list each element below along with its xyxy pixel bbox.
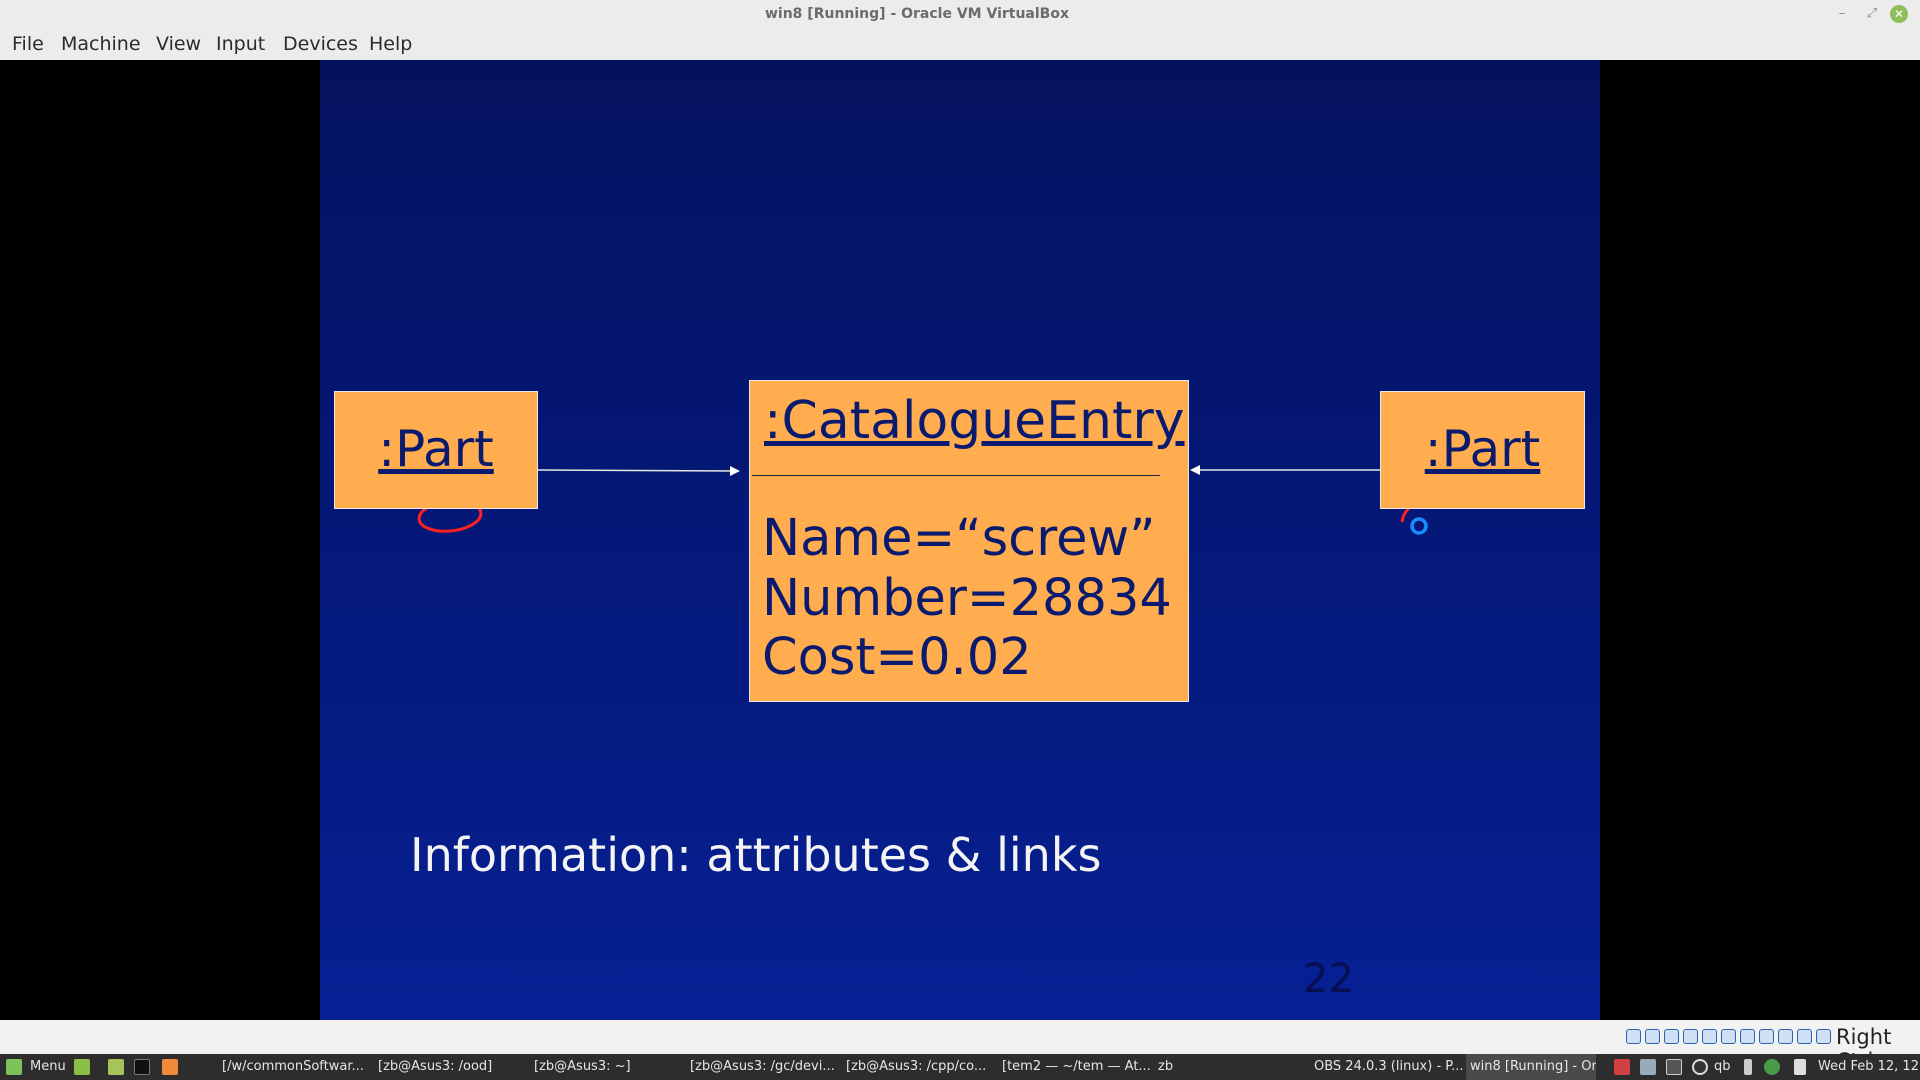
slide-caption: Information: attributes & links — [410, 828, 1102, 882]
display-icon[interactable] — [1740, 1029, 1755, 1044]
shared-folder-icon[interactable] — [1721, 1029, 1736, 1044]
menu-help[interactable]: Help — [369, 33, 413, 55]
tray-app-icon[interactable] — [1614, 1059, 1630, 1075]
link-left — [537, 469, 739, 472]
menu-file[interactable]: File — [12, 33, 44, 55]
arrowhead-left — [730, 466, 740, 476]
desktop-taskbar: Menu [/w/commonSoftwar... [zb@Asus3: /oo… — [0, 1054, 1920, 1080]
start-menu-button[interactable]: Menu — [30, 1059, 66, 1074]
microphone-icon[interactable] — [1744, 1059, 1752, 1075]
video-capture-icon[interactable] — [1759, 1029, 1774, 1044]
task-atom-editor[interactable]: [tem2 — ~/tem — At... — [1002, 1059, 1151, 1074]
mouse-cursor-icon — [1410, 517, 1428, 535]
terminal-icon[interactable] — [134, 1059, 150, 1075]
window-titlebar: win8 [Running] - Oracle VM VirtualBox – … — [0, 0, 1920, 29]
vm-display[interactable]: :Part :CatalogueEntry Name=“screw” Numbe… — [0, 60, 1920, 1020]
volume-icon[interactable] — [1794, 1059, 1806, 1075]
task-terminal-gc[interactable]: [zb@Asus3: /gc/devi... — [690, 1059, 835, 1074]
presentation-slide: :Part :CatalogueEntry Name=“screw” Numbe… — [320, 60, 1600, 1020]
task-obs[interactable]: OBS 24.0.3 (linux) - P... — [1314, 1059, 1464, 1074]
menu-bar: File Machine View Input Devices Help — [0, 29, 1920, 60]
mouse-integration-icon[interactable] — [1797, 1029, 1812, 1044]
catalogue-divider — [752, 475, 1160, 476]
audio-icon[interactable] — [1664, 1029, 1679, 1044]
task-common-software[interactable]: [/w/commonSoftwar... — [222, 1059, 364, 1074]
task-terminal-ood[interactable]: [zb@Asus3: /ood] — [378, 1059, 493, 1074]
qbittorrent-tray-label[interactable]: qb — [1714, 1059, 1731, 1074]
network-tray-icon[interactable] — [1764, 1059, 1780, 1075]
part-left-title: :Part — [378, 420, 494, 478]
menu-devices[interactable]: Devices — [283, 33, 358, 55]
task-terminal-home[interactable]: [zb@Asus3: ~] — [534, 1059, 631, 1074]
slide-page-number: 22 — [1303, 956, 1354, 1002]
menu-view[interactable]: View — [156, 33, 202, 55]
clipboard-icon[interactable] — [1666, 1059, 1682, 1075]
attribute-cost: Cost=0.02 — [762, 628, 1032, 687]
menu-icon[interactable] — [6, 1059, 22, 1075]
network-icon[interactable] — [1683, 1029, 1698, 1044]
maximize-button[interactable]: ⤢ — [1866, 6, 1878, 21]
show-desktop-icon[interactable] — [74, 1059, 90, 1075]
task-folder-zb[interactable]: zb — [1158, 1059, 1174, 1074]
taskbar-clock[interactable]: Wed Feb 12, 12:03 — [1818, 1059, 1920, 1074]
part-object-left: :Part — [334, 391, 538, 509]
shield-icon[interactable] — [1640, 1059, 1656, 1075]
catalogue-entry-title: :CatalogueEntry — [764, 391, 1185, 451]
usb-icon[interactable] — [1702, 1029, 1717, 1044]
attribute-name: Name=“screw” — [762, 509, 1156, 568]
part-right-title: :Part — [1424, 420, 1541, 478]
app-launcher-icon[interactable] — [162, 1059, 178, 1075]
catalogue-entry-object: :CatalogueEntry Name=“screw” Number=2883… — [749, 380, 1189, 702]
arrowhead-right — [1190, 465, 1200, 475]
minimize-button[interactable]: – — [1838, 6, 1846, 21]
vbox-status-bar: Right Ctrl — [0, 1020, 1920, 1073]
file-manager-icon[interactable] — [108, 1059, 124, 1075]
task-terminal-cpp[interactable]: [zb@Asus3: /cpp/co... — [846, 1059, 987, 1074]
obs-tray-icon[interactable] — [1692, 1059, 1708, 1075]
window-title: win8 [Running] - Oracle VM VirtualBox — [764, 6, 1069, 22]
close-button[interactable]: ✕ — [1890, 5, 1908, 23]
hard-disk-icon[interactable] — [1626, 1029, 1641, 1044]
part-object-right: :Part — [1380, 391, 1585, 509]
task-virtualbox[interactable]: win8 [Running] - Ora... — [1466, 1054, 1596, 1080]
keyboard-icon[interactable] — [1816, 1029, 1831, 1044]
optical-drive-icon[interactable] — [1645, 1029, 1660, 1044]
menu-machine[interactable]: Machine — [61, 33, 141, 55]
cpu-icon[interactable] — [1778, 1029, 1793, 1044]
attribute-number: Number=28834 — [762, 569, 1172, 628]
menu-input[interactable]: Input — [216, 33, 266, 55]
